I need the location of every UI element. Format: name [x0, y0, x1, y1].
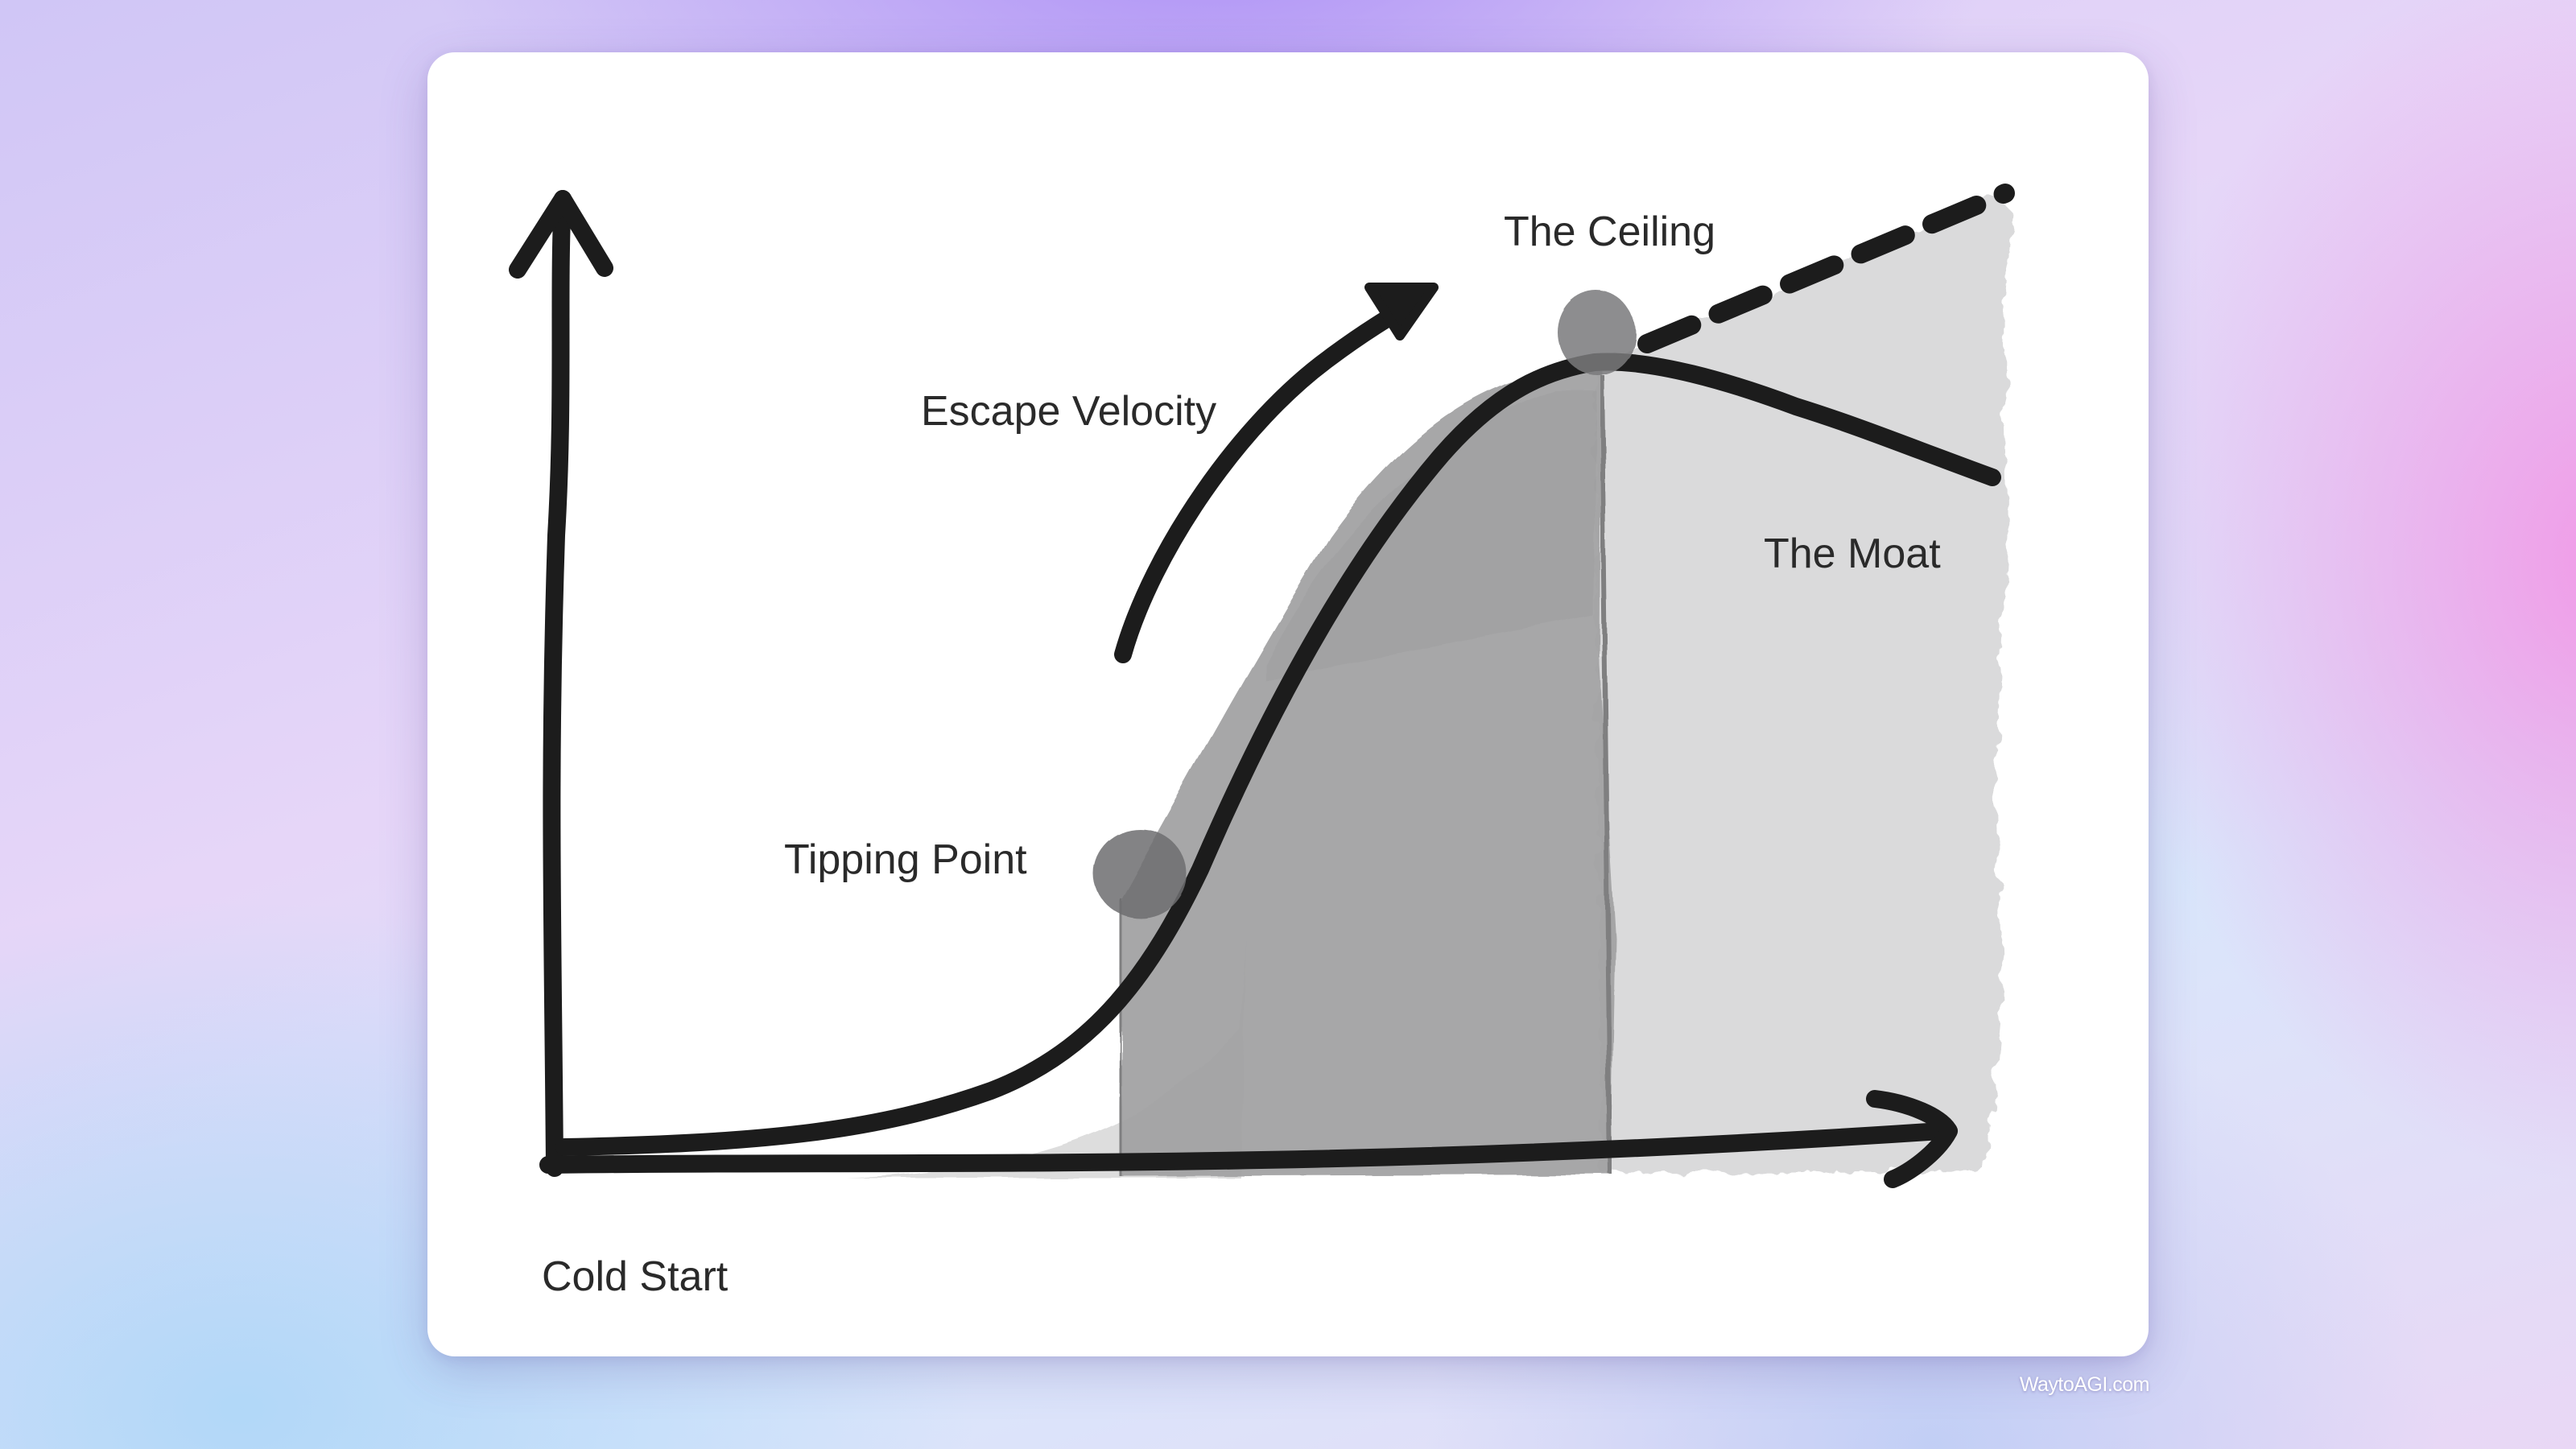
escape-velocity-label: Escape Velocity: [921, 388, 1216, 435]
the-moat-label: The Moat: [1764, 530, 1941, 577]
cold-start-label: Cold Start: [542, 1253, 729, 1300]
growth-curve-line: [555, 353, 2001, 1156]
x-axis-arrowhead: [1866, 1090, 1958, 1188]
ceiling-dashed-line: [1637, 184, 2015, 353]
x-axis: [539, 1122, 1950, 1174]
diagram-card: Cold Start Tipping Point Escape Velocity…: [427, 52, 2149, 1356]
tipping-point-marker: [1093, 829, 1187, 918]
y-axis: [543, 190, 572, 1177]
ceiling-boundary-line: [1599, 374, 1613, 1175]
escape-velocity-arrow: [1114, 295, 1422, 663]
growth-curve-diagram: Cold Start Tipping Point Escape Velocity…: [509, 184, 2015, 1300]
y-axis-arrowhead: [509, 190, 613, 279]
upper-shaded-band: [1265, 390, 1596, 680]
watermark-text: WaytoAGI.com: [2019, 1373, 2150, 1396]
escape-velocity-arrowhead: [1364, 283, 1439, 341]
tipping-point-label: Tipping Point: [784, 836, 1027, 883]
tipping-point-boundary-line: [1117, 897, 1124, 1177]
ceiling-marker: [1558, 291, 1635, 374]
the-ceiling-label: The Ceiling: [1504, 208, 1715, 255]
